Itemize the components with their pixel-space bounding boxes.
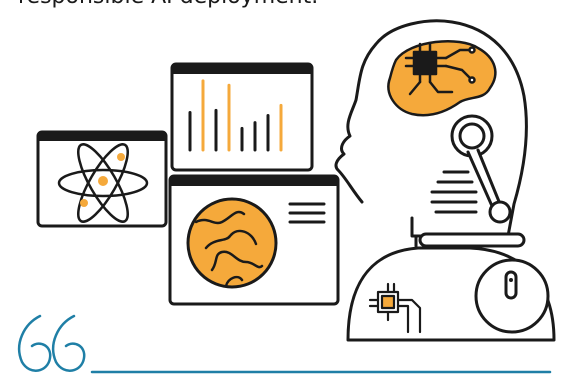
atom-window bbox=[36, 130, 168, 228]
caption-text: responsible AI deployment. bbox=[18, 0, 318, 9]
text-lines-icon bbox=[288, 202, 326, 224]
bar-chart-icon bbox=[188, 79, 283, 152]
chip-icon bbox=[404, 42, 476, 96]
bar-chart-window bbox=[170, 62, 314, 172]
quote-mark-icon bbox=[17, 314, 86, 372]
robot-body bbox=[346, 246, 556, 342]
robot-head-icon bbox=[334, 19, 528, 248]
globe-icon bbox=[186, 197, 278, 289]
globe-window bbox=[168, 174, 340, 306]
body-chip-icon bbox=[368, 282, 422, 334]
atom-icon bbox=[57, 143, 149, 223]
